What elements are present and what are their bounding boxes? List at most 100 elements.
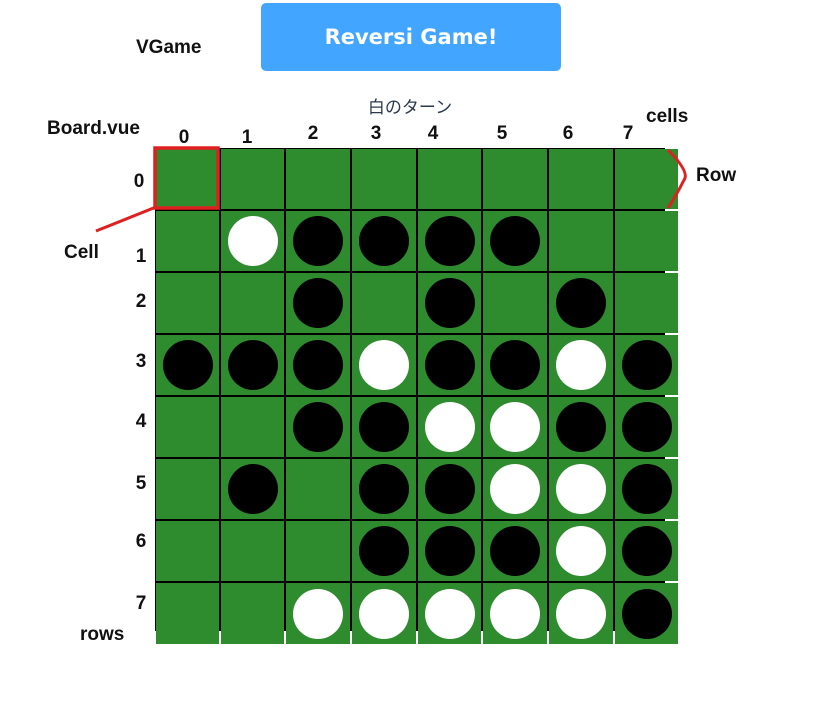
board-component-label: Board.vue — [47, 118, 140, 139]
white-stone — [556, 340, 606, 390]
board-cell[interactable] — [156, 273, 219, 333]
board-cell[interactable] — [352, 521, 416, 581]
board-cell[interactable] — [418, 211, 481, 271]
black-stone — [359, 526, 409, 576]
board-cell[interactable] — [549, 583, 613, 644]
black-stone — [424, 340, 475, 390]
board-cell[interactable] — [221, 211, 284, 271]
board-cell[interactable] — [615, 397, 678, 457]
reversi-board — [155, 148, 678, 644]
board-cell[interactable] — [483, 149, 547, 209]
board-cell[interactable] — [286, 273, 350, 333]
app-label: VGame — [136, 37, 202, 58]
black-stone — [359, 464, 409, 514]
cell-label: Cell — [64, 242, 99, 263]
column-index-7: 7 — [622, 123, 634, 144]
black-stone — [293, 402, 343, 452]
board-cell[interactable] — [549, 211, 613, 271]
board-cell[interactable] — [615, 273, 678, 333]
board-cell[interactable] — [286, 583, 350, 644]
column-index-3: 3 — [370, 123, 382, 144]
column-index-5: 5 — [496, 123, 508, 144]
black-stone — [424, 464, 475, 514]
row-index-7: 7 — [135, 593, 147, 614]
board-cell[interactable] — [483, 397, 547, 457]
black-stone — [227, 464, 278, 514]
row-index-3: 3 — [135, 351, 147, 372]
board-cell[interactable] — [286, 211, 350, 271]
white-stone — [359, 340, 409, 390]
white-stone — [490, 464, 540, 514]
board-cell[interactable] — [352, 583, 416, 644]
black-stone — [359, 216, 409, 266]
black-stone — [621, 340, 672, 390]
board-cell[interactable] — [615, 149, 678, 209]
black-stone — [556, 278, 606, 328]
board-cell[interactable] — [352, 459, 416, 519]
white-stone — [556, 526, 606, 576]
board-cell[interactable] — [483, 211, 547, 271]
board-cell[interactable] — [221, 397, 284, 457]
board-cell[interactable] — [221, 521, 284, 581]
board-cell[interactable] — [418, 583, 481, 644]
black-stone — [621, 464, 672, 514]
board-cell[interactable] — [418, 521, 481, 581]
board-cell[interactable] — [615, 335, 678, 395]
board-cell[interactable] — [352, 397, 416, 457]
board-cell[interactable] — [549, 335, 613, 395]
board-cell[interactable] — [483, 583, 547, 644]
board-cell[interactable] — [286, 397, 350, 457]
white-stone — [490, 588, 540, 639]
black-stone — [424, 216, 475, 266]
board-cell[interactable] — [286, 335, 350, 395]
board-cell[interactable] — [156, 149, 219, 209]
board-cell[interactable] — [156, 521, 219, 581]
board-cell[interactable] — [156, 335, 219, 395]
board-cell[interactable] — [286, 521, 350, 581]
turn-status: 白のターン — [367, 98, 453, 118]
board-cell[interactable] — [221, 459, 284, 519]
board-cell[interactable] — [352, 149, 416, 209]
board-cell[interactable] — [483, 459, 547, 519]
black-stone — [621, 588, 672, 639]
board-cell[interactable] — [549, 273, 613, 333]
board-cell[interactable] — [615, 521, 678, 581]
board-cell[interactable] — [483, 273, 547, 333]
board-cell[interactable] — [549, 397, 613, 457]
board-cell[interactable] — [549, 149, 613, 209]
rows-label: rows — [80, 624, 125, 645]
board-cell[interactable] — [352, 211, 416, 271]
black-stone — [227, 340, 278, 390]
board-cell[interactable] — [156, 583, 219, 644]
board-cell[interactable] — [221, 583, 284, 644]
column-index-2: 2 — [307, 123, 319, 144]
board-cell[interactable] — [221, 273, 284, 333]
board-cell[interactable] — [418, 397, 481, 457]
reversi-game-button[interactable]: Reversi Game! — [261, 3, 561, 71]
board-cell[interactable] — [221, 149, 284, 209]
black-stone — [359, 402, 409, 452]
board-cell[interactable] — [221, 335, 284, 395]
board-cell[interactable] — [156, 211, 219, 271]
board-cell[interactable] — [156, 459, 219, 519]
board-cell[interactable] — [549, 521, 613, 581]
row-index-2: 2 — [135, 291, 147, 312]
board-cell[interactable] — [483, 335, 547, 395]
cell-pointer-line — [95, 205, 157, 233]
row-index-0: 0 — [133, 171, 145, 192]
board-cell[interactable] — [156, 397, 219, 457]
board-cell[interactable] — [286, 149, 350, 209]
board-cell[interactable] — [549, 459, 613, 519]
board-cell[interactable] — [418, 459, 481, 519]
board-cell[interactable] — [483, 521, 547, 581]
board-cell[interactable] — [615, 583, 678, 644]
board-cell[interactable] — [418, 273, 481, 333]
board-cell[interactable] — [286, 459, 350, 519]
board-cell[interactable] — [418, 149, 481, 209]
white-stone — [359, 588, 409, 639]
board-cell[interactable] — [418, 335, 481, 395]
board-cell[interactable] — [352, 273, 416, 333]
board-cell[interactable] — [615, 459, 678, 519]
board-cell[interactable] — [352, 335, 416, 395]
board-cell[interactable] — [615, 211, 678, 271]
